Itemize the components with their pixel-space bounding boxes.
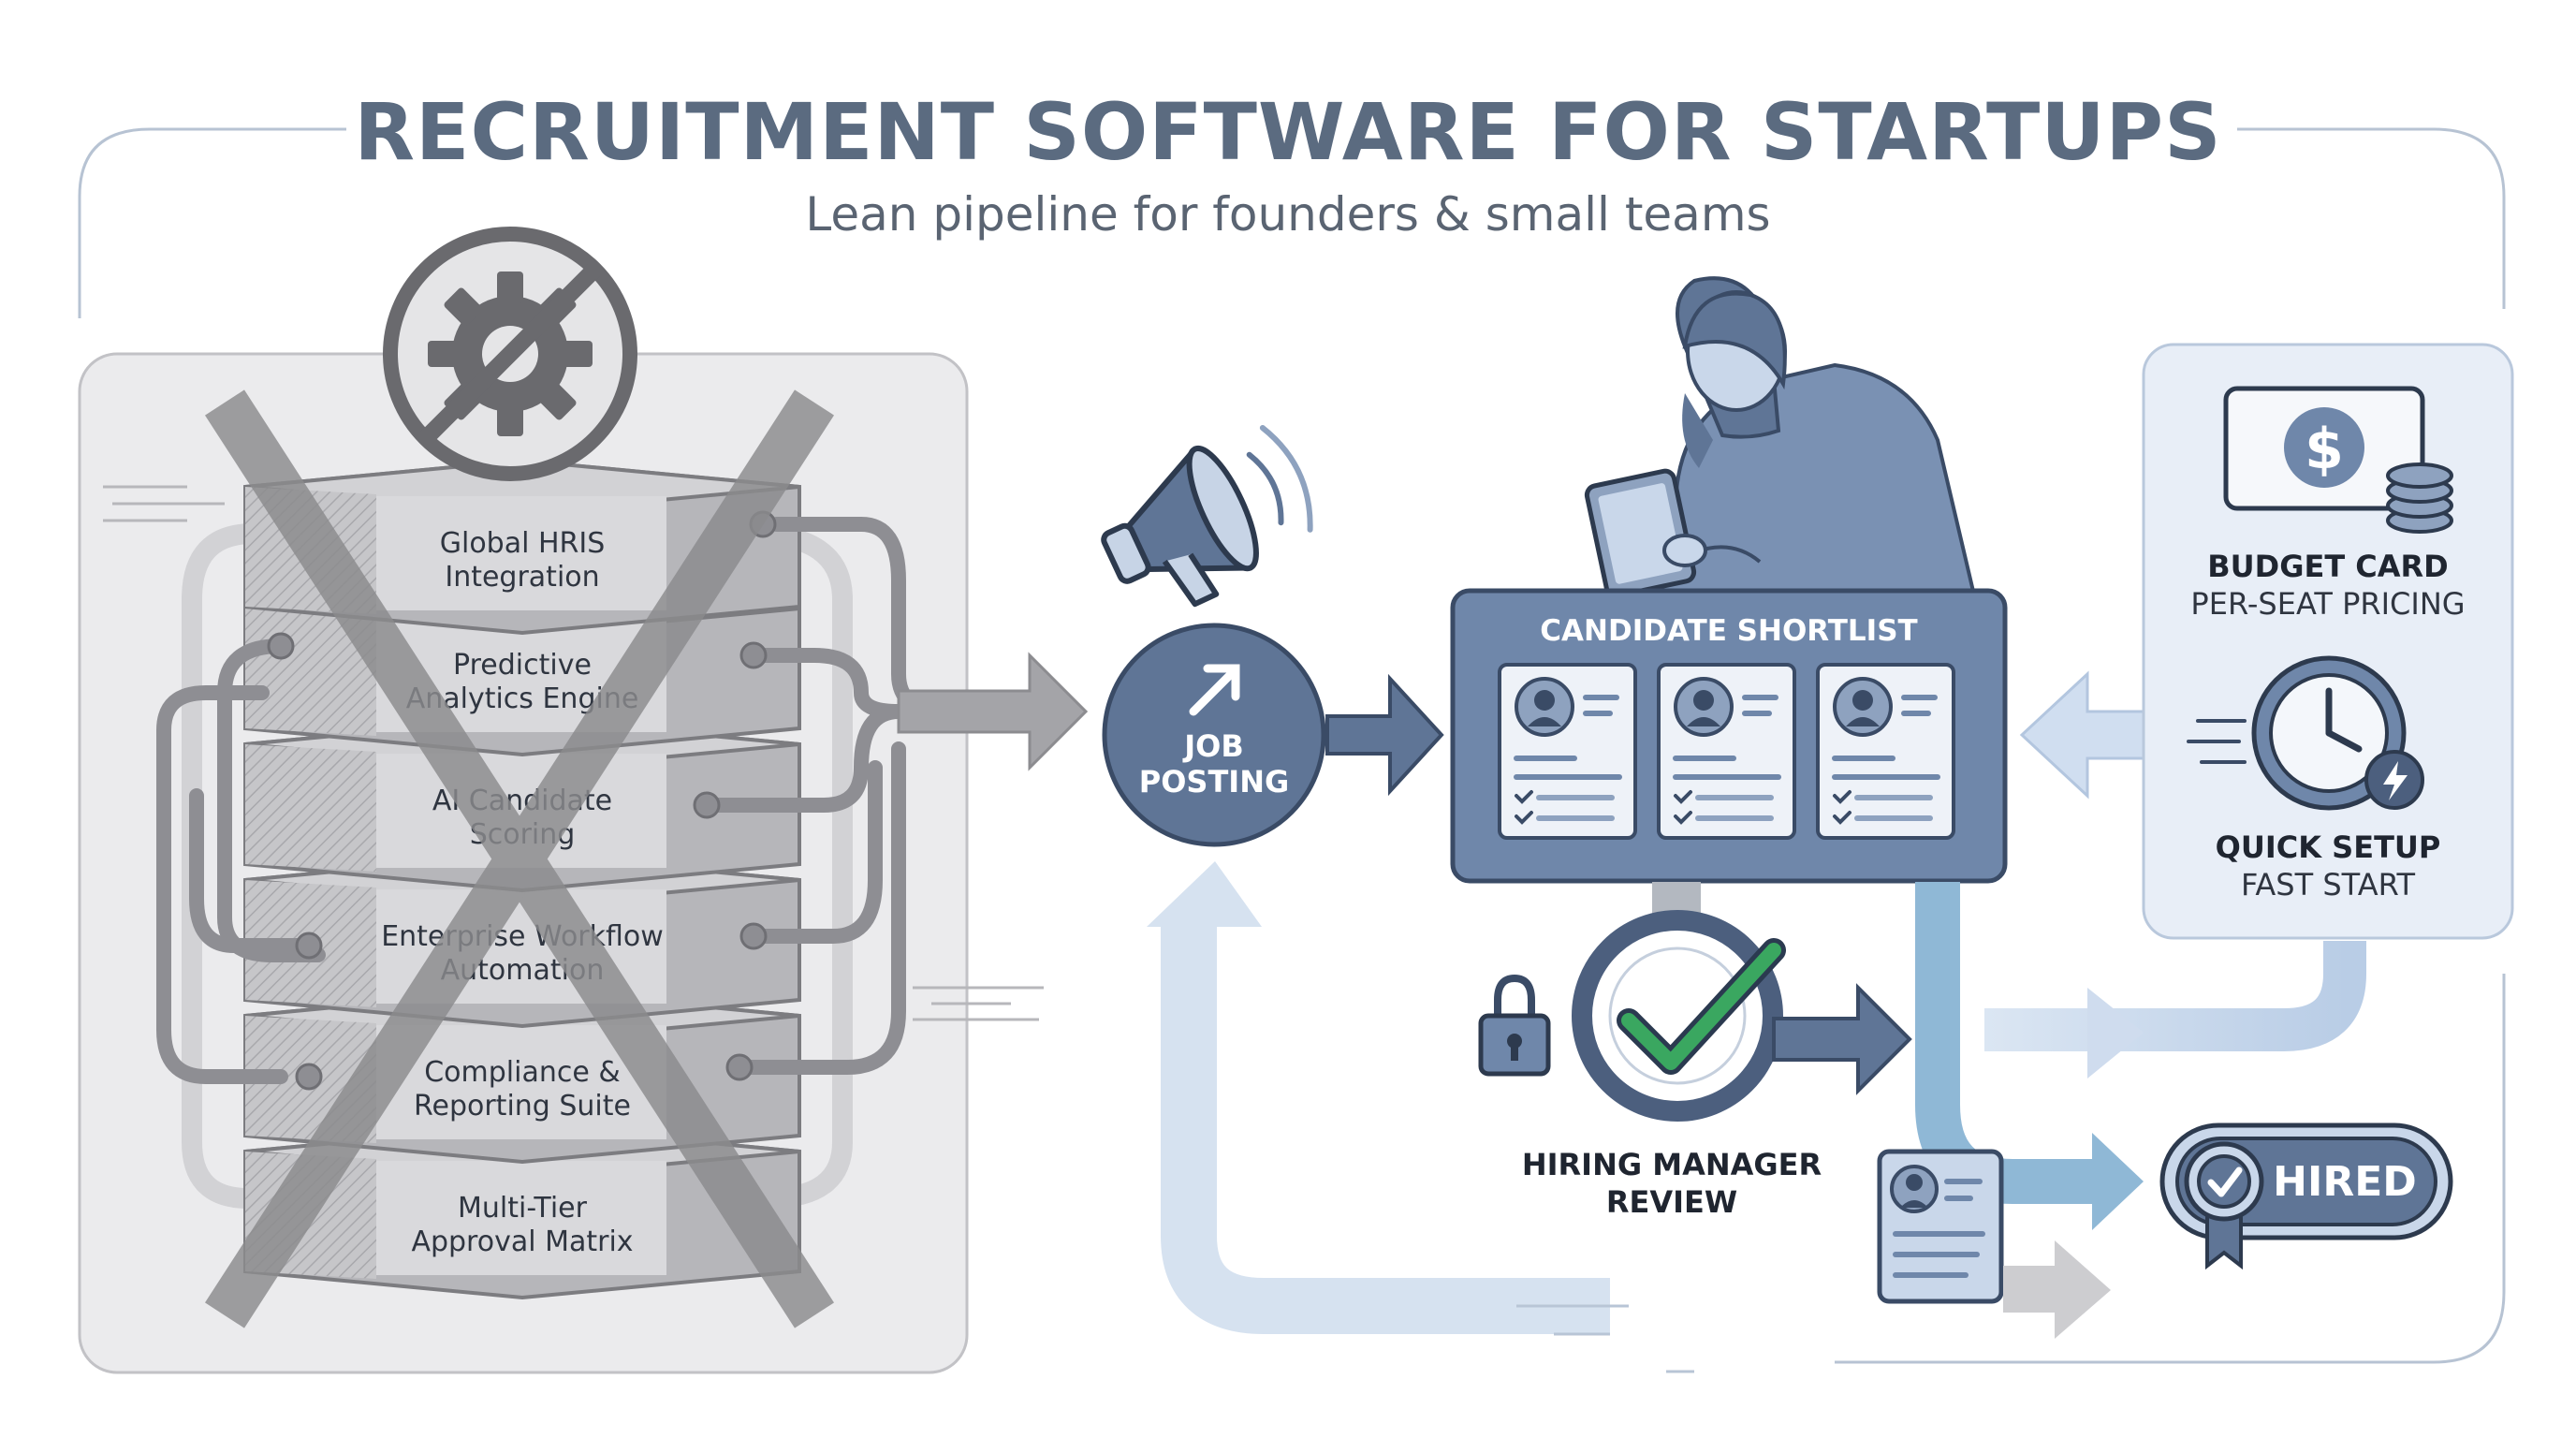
badge-check-icon	[2184, 1141, 2264, 1270]
candidate-avatar-icon	[1674, 677, 1734, 737]
megaphone-icon	[1101, 425, 1313, 608]
review-label-line1: HIRING MANAGER	[1522, 1147, 1822, 1182]
hiring-manager-review-node: HIRING MANAGER REVIEW	[1522, 910, 1822, 1220]
candidate-card	[1498, 663, 1637, 840]
outer-frame	[78, 127, 2506, 1364]
lightning-icon	[2364, 750, 2424, 810]
no-gear-icon	[383, 227, 637, 481]
layer-label-line1: Enterprise Workflow	[381, 920, 664, 953]
shortlist-title: CANDIDATE SHORTLIST	[1540, 614, 1917, 648]
recruiter-figure-icon	[1584, 276, 1978, 601]
dollar-icon: $	[2305, 417, 2344, 482]
candidate-avatar-icon	[1833, 677, 1893, 737]
layer-label-line1: Compliance &	[424, 1056, 621, 1089]
tablet-icon	[1584, 468, 1697, 599]
setup-subtitle: FAST START	[2241, 867, 2416, 902]
hired-label: HIRED	[2273, 1158, 2417, 1206]
layer-label-line2: Integration	[445, 561, 599, 594]
speed-lines-left	[103, 485, 225, 522]
layer-label-line2: Approval Matrix	[411, 1225, 633, 1258]
budget-title: BUDGET CARD	[2207, 549, 2448, 584]
return-loop-arrow	[1147, 861, 1610, 1334]
job-posting-label-line2: POSTING	[1139, 764, 1289, 800]
budget-subtitle: PER-SEAT PRICING	[2190, 586, 2465, 622]
card-gray-arrow	[2003, 1240, 2111, 1339]
arrow-up-right-icon	[1189, 664, 1240, 716]
benefits-to-flow-arrow	[1984, 941, 2366, 1078]
page-title: RECRUITMENT SOFTWARE FOR STARTUPS	[354, 86, 2221, 178]
layer-label-line1: Global HRIS	[440, 527, 606, 560]
job-posting-node: JOB POSTING	[1102, 623, 1326, 847]
posting-to-shortlist-arrow	[1325, 673, 1444, 797]
speed-lines-bottom	[1516, 1304, 1694, 1373]
candidate-shortlist-board: CANDIDATE SHORTLIST	[1450, 588, 2008, 884]
connector-ports	[267, 510, 777, 1091]
candidate-avatar-icon	[1515, 677, 1574, 737]
cross-out-x	[205, 389, 834, 1328]
speed-lines-clock	[2187, 719, 2247, 764]
review-label-line2: REVIEW	[1606, 1184, 1737, 1220]
benefits-to-shortlist-arrow	[2019, 670, 2145, 800]
coins-icon	[2386, 462, 2453, 534]
hired-badge: HIRED	[2159, 1123, 2453, 1270]
layer-label-line2: Reporting Suite	[414, 1090, 631, 1123]
setup-title: QUICK SETUP	[2216, 829, 2441, 865]
connector-pipes-front	[156, 517, 1037, 1084]
padlock-icon	[1478, 974, 1551, 1077]
stack-output-arrow	[897, 652, 1089, 771]
review-forward-arrow	[1772, 983, 1912, 1095]
benefits-panel: $ BUDGET CARD PER-SEAT PRICING QUICK SET…	[2142, 343, 2514, 940]
layer-label-line1: Multi-Tier	[458, 1192, 588, 1225]
candidate-card	[1816, 663, 1955, 840]
budget-card-icon: $	[2223, 386, 2425, 511]
layer-label-line1: Predictive	[453, 649, 592, 682]
job-posting-label-line1: JOB	[1182, 728, 1244, 764]
page-subtitle: Lean pipeline for founders & small teams	[805, 187, 1770, 242]
floating-candidate-card	[1877, 1149, 2004, 1304]
candidate-card	[1657, 663, 1796, 840]
speed-lines-mid	[913, 986, 1044, 1021]
